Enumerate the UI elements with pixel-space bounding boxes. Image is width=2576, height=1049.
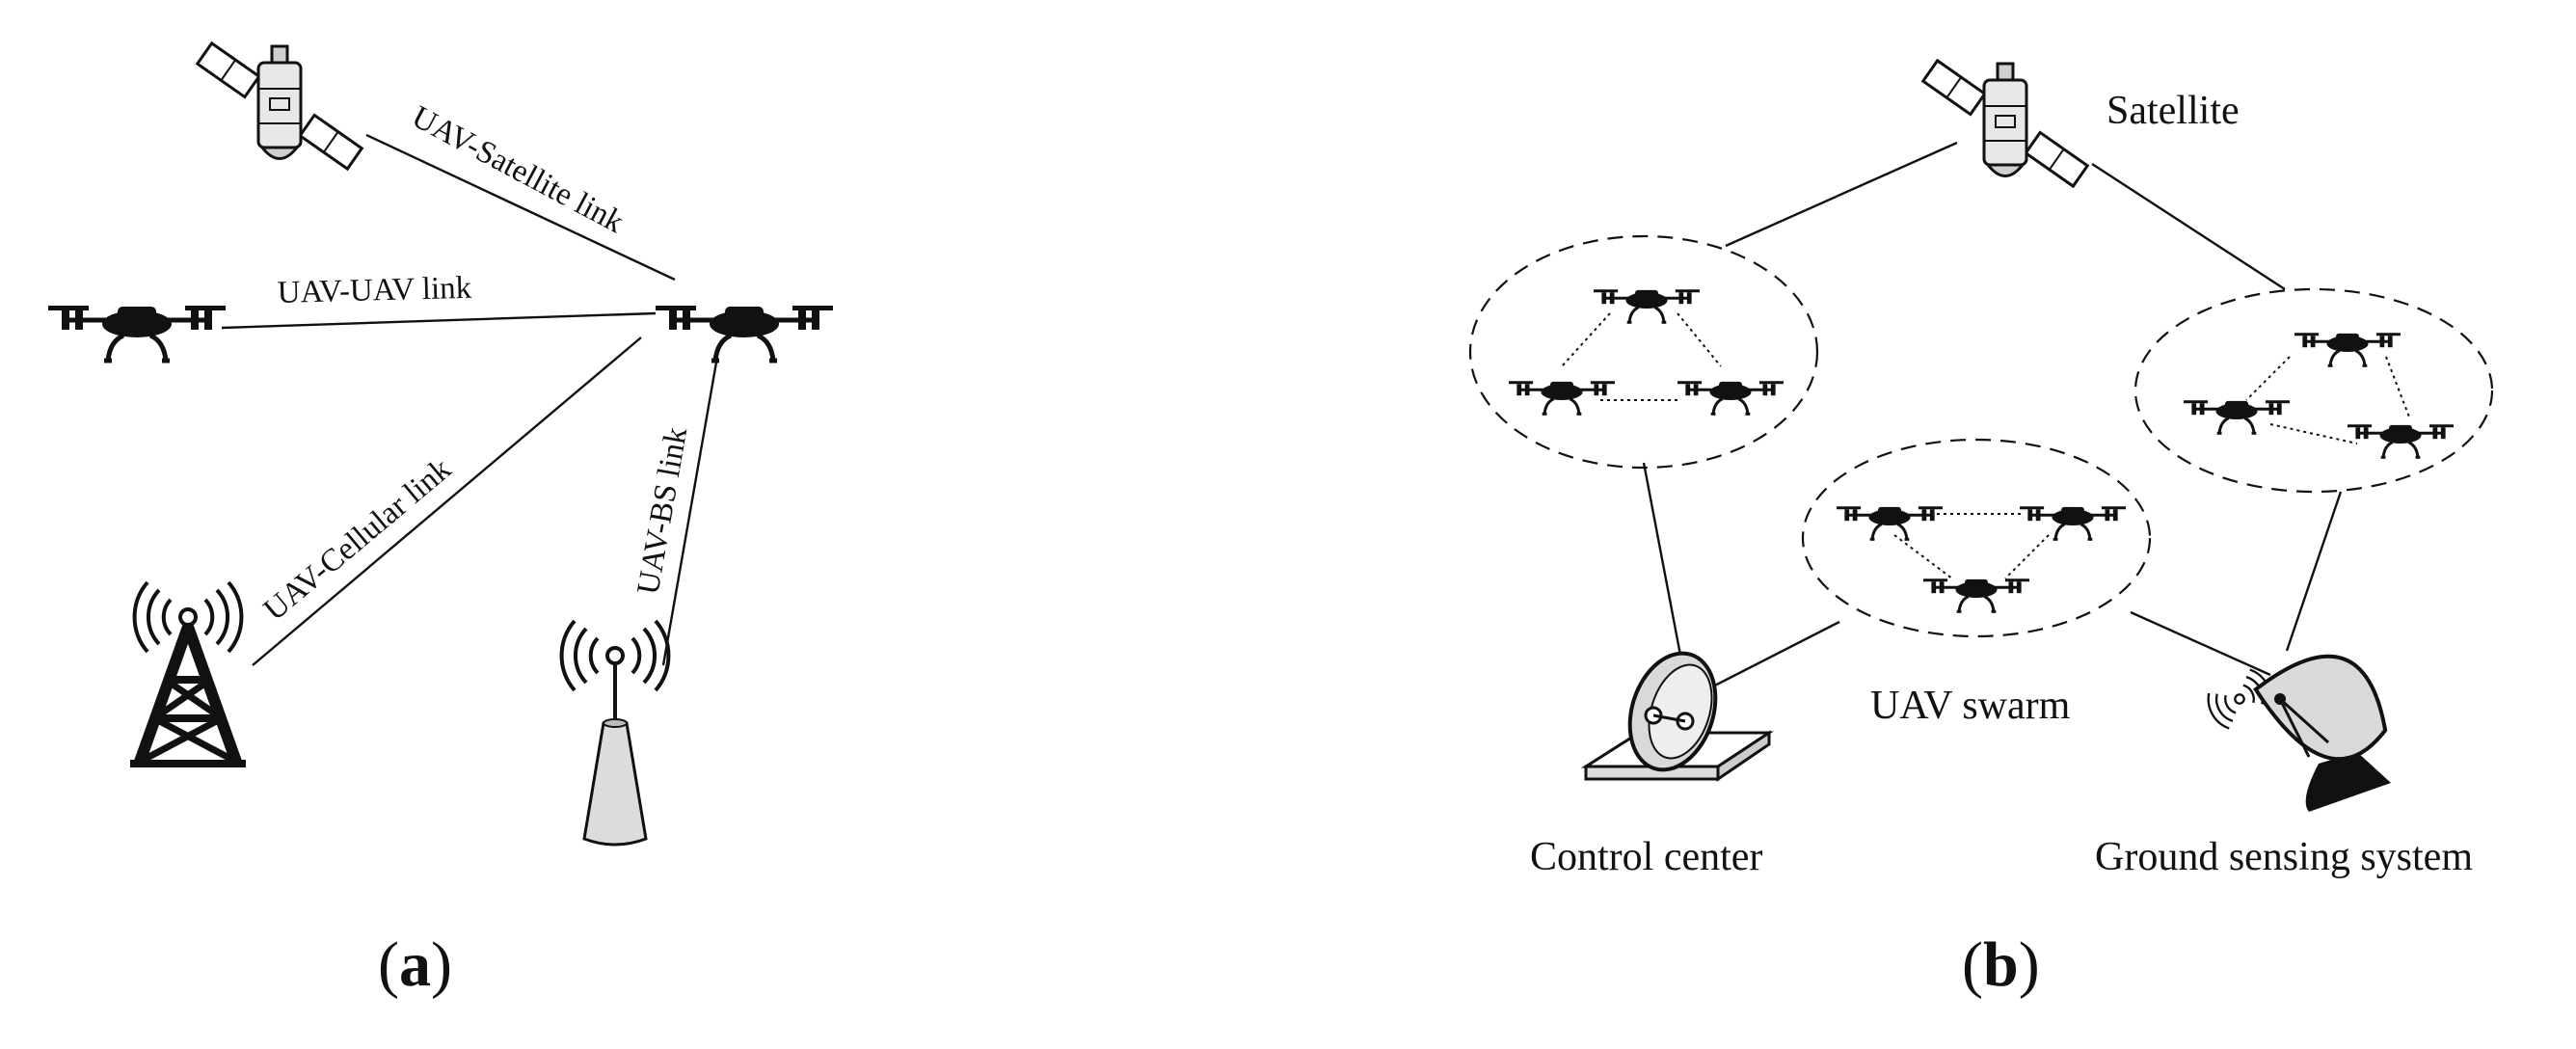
swarm-drone-icon [2293,331,2402,367]
ground-sensing-label: Ground sensing system [2095,835,2473,879]
satellite-to-right-swarm-line [2091,162,2286,291]
swarm-drone-icon [1676,379,1785,416]
uav-swarm-label: UAV swarm [1870,684,2071,728]
swarm-drone-icon [1835,504,1945,541]
swarm-drone-icon [2018,504,2128,541]
satellite-icon [196,41,363,171]
satellite-b-icon [1921,59,2089,188]
right-swarm-to-ground-line [2285,491,2343,652]
swarm-drone-icon [1592,287,1702,324]
swarm-drone-icon [1507,379,1617,416]
uav-bs-link-line [661,356,719,666]
base-station-icon [559,619,671,847]
uav-uav-link-label: UAV-UAV link [277,271,472,310]
panel-a-label: (a) [378,929,452,1000]
left-swarm-to-control-line [1642,462,1684,666]
uav-cellular-link-line [252,336,642,666]
panel-b: Satellite [1468,59,2494,1000]
swarm-drone-icon [2182,398,2292,435]
panel-a: UAV-Satellite link UAV-UAV link UAV-Cell… [48,41,833,1000]
uav-uav-link-line [221,311,657,330]
satellite-to-left-swarm-line [1725,141,1958,248]
swarm-drone-icon [1921,577,2031,613]
panel-a-letter: a [399,929,431,1000]
swarm-drone-icon [2346,422,2455,459]
control-center-icon [1580,651,1774,782]
ground-sensing-icon [2201,654,2391,812]
uav-cellular-link-label: UAV-Cellular link [257,451,458,628]
uav-satellite-link-line [365,133,676,282]
center-swarm-to-ground-line [2130,610,2271,677]
drone-icon-hub [656,306,833,361]
cellular-tower-icon [130,580,246,767]
swarm-right [2133,287,2494,494]
drone-icon-left [48,306,226,361]
swarm-center [1801,438,2152,638]
swarm-left [1468,234,1819,470]
panel-b-label: (b) [1962,929,2040,1000]
panel-b-letter: b [1983,929,2019,1000]
center-swarm-to-control-line [1701,620,1840,694]
uav-bs-link-label: UAV-BS link [631,424,694,597]
satellite-label: Satellite [2106,89,2240,133]
control-center-label: Control center [1530,835,1762,879]
